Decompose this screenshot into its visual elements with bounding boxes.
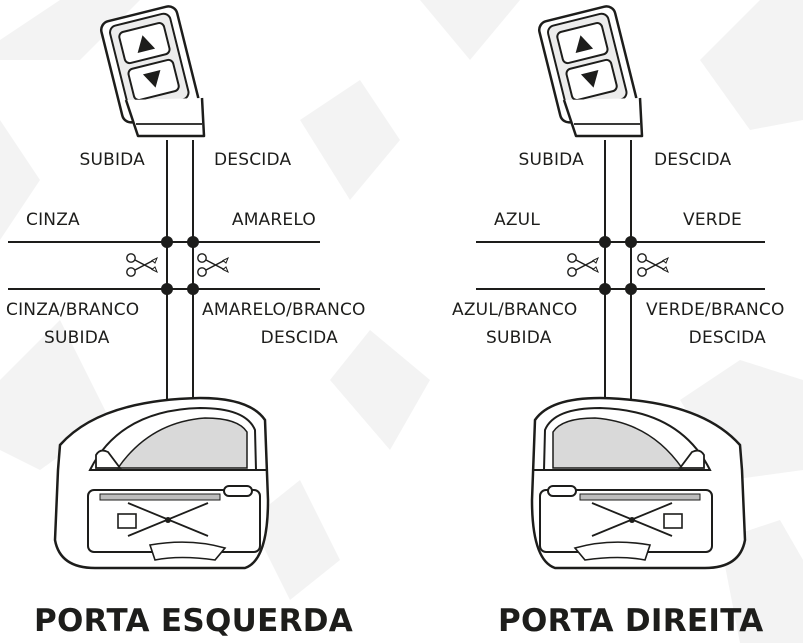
- left-wire-cinza-branco-function: SUBIDA: [44, 328, 110, 348]
- left-top-descida-label: DESCIDA: [214, 150, 292, 170]
- scissors-icon: [567, 253, 599, 277]
- left-wire-cinza-branco-label: CINZA/BRANCO: [6, 300, 140, 320]
- right-panel: [476, 3, 765, 570]
- right-door-title: PORTA DIREITA: [498, 603, 764, 639]
- left-wire-amarelo-branco-label: AMARELO/BRANCO: [202, 300, 366, 320]
- left-door-title: PORTA ESQUERDA: [34, 603, 354, 639]
- left-wire-amarelo-branco-function: DESCIDA: [260, 328, 338, 348]
- right-top-subida-label: SUBIDA: [518, 150, 584, 170]
- right-wire-verde-branco-label: VERDE/BRANCO: [646, 300, 785, 320]
- right-wire-verde-branco-function: DESCIDA: [688, 328, 766, 348]
- scissors-icon: [637, 253, 669, 277]
- scissors-icon: [126, 253, 158, 277]
- window-switch-icon: [536, 3, 644, 138]
- left-panel: [8, 3, 320, 570]
- window-regulator-icon: [573, 502, 683, 561]
- left-wire-cinza-label: CINZA: [26, 210, 80, 230]
- right-wire-verde-label: VERDE: [682, 210, 742, 230]
- car-door-icon: [53, 396, 270, 570]
- right-wire-azul-label: AZUL: [494, 210, 540, 230]
- scissors-icon: [197, 253, 229, 277]
- right-wire-azul-branco-label: AZUL/BRANCO: [452, 300, 578, 320]
- left-top-subida-label: SUBIDA: [79, 150, 145, 170]
- window-switch-icon: [98, 3, 206, 138]
- left-wire-amarelo-label: AMARELO: [231, 210, 316, 230]
- window-regulator-icon: [117, 502, 227, 561]
- right-top-descida-label: DESCIDA: [654, 150, 732, 170]
- right-wire-azul-branco-function: SUBIDA: [486, 328, 552, 348]
- car-door-icon: [530, 396, 747, 570]
